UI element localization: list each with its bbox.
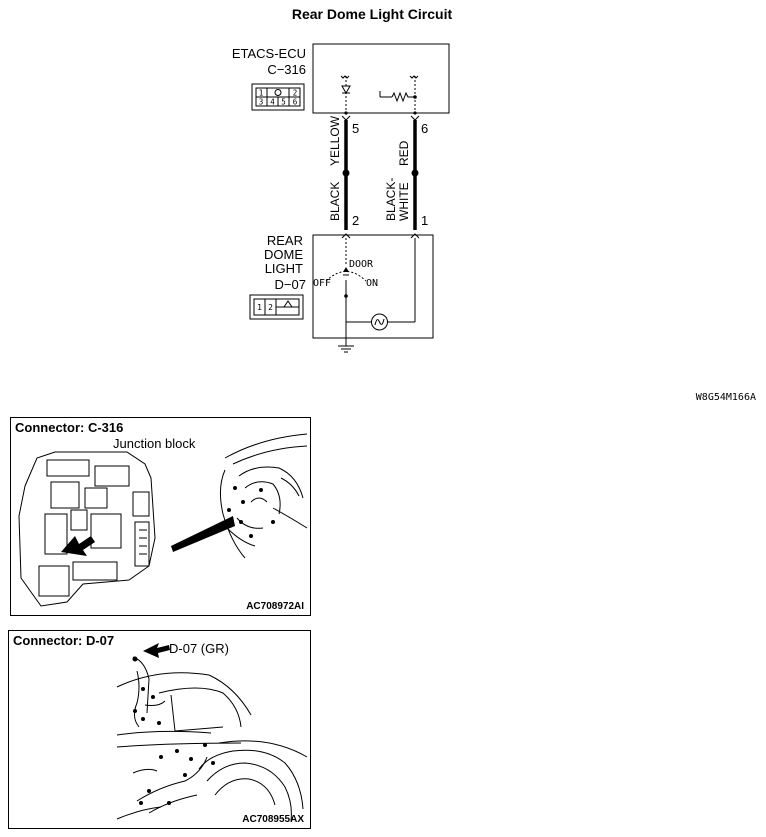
wire-color-black: BLACK bbox=[328, 182, 342, 221]
junction-block-illustration bbox=[18, 433, 308, 607]
arrow-icon bbox=[143, 643, 170, 658]
ecu-diode-icon bbox=[340, 75, 351, 113]
switch-off-label: OFF bbox=[313, 278, 331, 289]
pin-6-label: 6 bbox=[421, 121, 428, 136]
pin-1-label: 1 bbox=[421, 213, 428, 228]
device-label-light: LIGHT bbox=[265, 261, 303, 276]
device-connector-label: D−07 bbox=[275, 277, 306, 292]
junction-block-callout: Junction block bbox=[113, 436, 196, 451]
rear-body-illustration bbox=[116, 643, 308, 822]
ecu-pin-6: 6 bbox=[293, 98, 298, 107]
ecu-connector-label: C−316 bbox=[267, 62, 306, 77]
circuit-schematic: ETACS-ECU C−316 1 2 3 4 5 6 bbox=[232, 43, 450, 353]
panel-title: Connector: C-316 bbox=[15, 420, 124, 435]
ecu-pin-4: 4 bbox=[270, 98, 275, 107]
device-pin-1: 1 bbox=[257, 303, 262, 312]
panel-title: Connector: D-07 bbox=[13, 633, 115, 648]
bulb-icon bbox=[371, 313, 388, 331]
switch-door-label: DOOR bbox=[349, 259, 374, 270]
arrow-icon bbox=[61, 536, 95, 556]
pin-5-label: 5 bbox=[352, 121, 359, 136]
document-code: W8G54M166A bbox=[695, 392, 756, 403]
ecu-name-label: ETACS-ECU bbox=[232, 46, 306, 61]
connector-c316-panel: Connector: C-316 Junction block bbox=[10, 417, 311, 616]
device-label-rear: REAR bbox=[267, 233, 303, 248]
wire-color-red: RED bbox=[397, 140, 411, 166]
ecu-pin-1: 1 bbox=[259, 89, 264, 98]
wire-color-yellow: YELLOW bbox=[328, 115, 342, 166]
ecu-box bbox=[312, 43, 450, 114]
device-label-dome: DOME bbox=[264, 247, 303, 262]
ecu-resistor-icon bbox=[379, 75, 419, 113]
pin-2-label: 2 bbox=[352, 213, 359, 228]
ecu-pin-3: 3 bbox=[259, 98, 264, 107]
switch-on-label: ON bbox=[366, 278, 378, 289]
device-connector-face-icon: 1 2 bbox=[249, 294, 304, 320]
panel-image-code: AC708955AX bbox=[242, 814, 304, 825]
ground-icon bbox=[338, 338, 354, 353]
wire-color-black-white-1: BLACK- bbox=[384, 178, 398, 221]
device-pin-2: 2 bbox=[268, 303, 273, 312]
panel-image-code: AC708972AI bbox=[246, 601, 304, 612]
wire-color-black-white-2: WHITE bbox=[397, 182, 411, 221]
ecu-pin-2: 2 bbox=[293, 89, 298, 98]
device-box bbox=[312, 234, 434, 339]
ecu-connector-face-icon: 1 2 3 4 5 6 bbox=[251, 83, 305, 111]
device-inner-circuit bbox=[325, 238, 416, 340]
ecu-pin-5: 5 bbox=[281, 98, 286, 107]
connector-d07-panel: Connector: D-07 D-07 (GR) bbox=[8, 630, 311, 829]
diagram-title: Rear Dome Light Circuit bbox=[291, 6, 453, 22]
d07-callout: D-07 (GR) bbox=[169, 641, 229, 656]
